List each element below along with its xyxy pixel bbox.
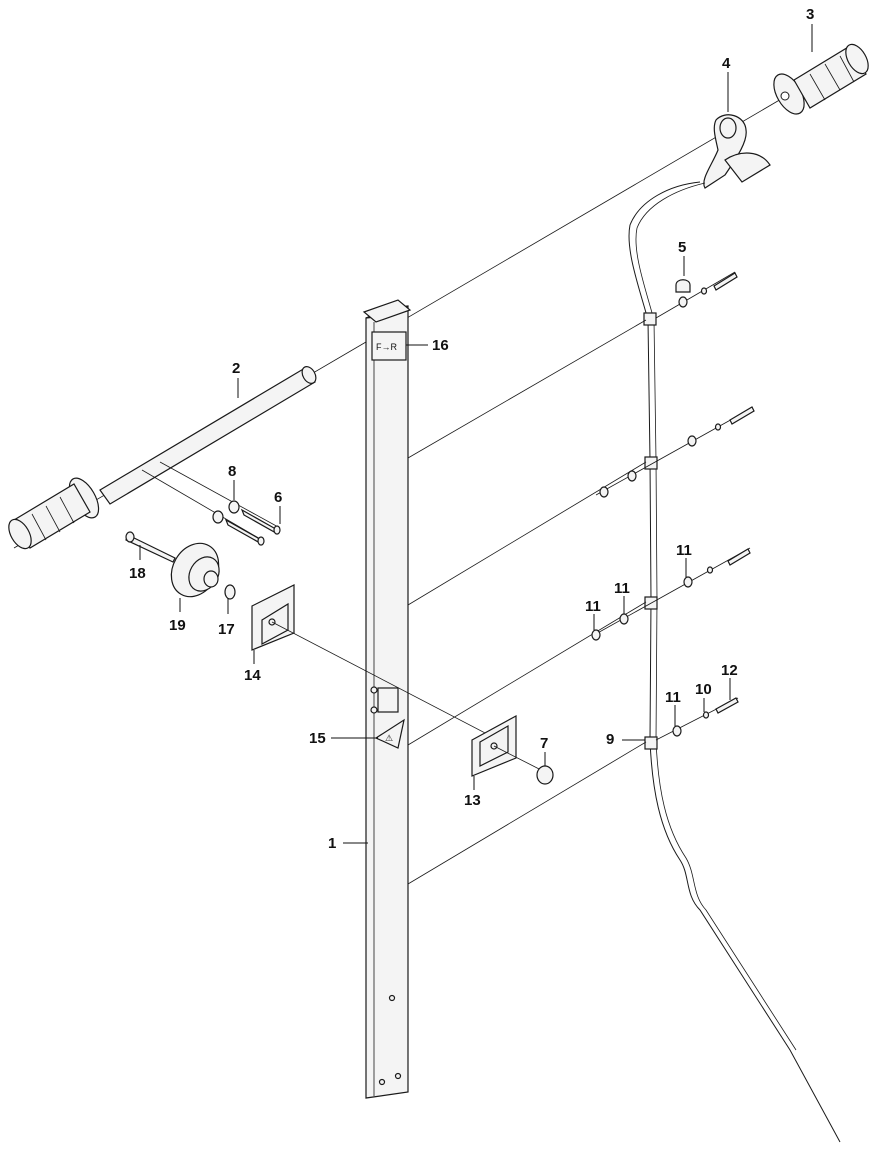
warning-decal: [374, 718, 405, 749]
assembly-line: [407, 319, 647, 459]
callout-14: 14: [244, 667, 261, 684]
svg-text:⚠: ⚠: [385, 733, 393, 743]
callout-17: 17: [218, 621, 235, 638]
throttle-cable-sheath: [635, 182, 797, 1051]
throttle-lever: [703, 114, 771, 189]
callout-11: 11: [585, 598, 601, 615]
callout-4: 4: [722, 55, 731, 72]
callout-3: 3: [806, 6, 814, 23]
cable-clamp: [644, 736, 658, 750]
throttle-cable: [628, 181, 841, 1143]
callout-9: 9: [606, 731, 614, 748]
clamp-plate-left: [251, 584, 295, 651]
callout-10: 10: [695, 681, 712, 698]
svg-text:F→R: F→R: [376, 342, 397, 352]
knob-assembly: [125, 531, 236, 600]
cable-clamp: [643, 312, 657, 326]
assembly-line: [407, 741, 647, 885]
nut: [493, 745, 554, 785]
callout-8: 8: [228, 463, 236, 480]
frame-bar: [362, 299, 412, 1099]
callout-15: 15: [309, 730, 326, 747]
assembly-line: [407, 601, 647, 746]
assembly-line: [407, 461, 647, 606]
left-grip: [8, 477, 100, 550]
callout-11: 11: [614, 580, 630, 597]
callout-1: 1: [328, 835, 336, 852]
callout-6: 6: [274, 489, 282, 506]
handlebar-tube: [99, 366, 317, 505]
callout-7: 7: [540, 735, 548, 752]
callout-13: 13: [464, 792, 481, 809]
cable-clamp: [644, 456, 658, 470]
handlebar-bolts: [141, 461, 281, 546]
clamp-hardware-row-3: [591, 547, 751, 641]
assembly-line: [271, 621, 511, 747]
callout-18: 18: [129, 565, 146, 582]
callout-5: 5: [678, 239, 686, 256]
callout-19: 19: [169, 617, 186, 634]
callout-11: 11: [676, 542, 692, 559]
callout-16: 16: [432, 337, 449, 354]
decal-label: F→R: [371, 331, 407, 361]
clamp-hardware-row-2: [595, 406, 755, 498]
callout-2: 2: [232, 360, 240, 377]
clamp-hardware-row-1: [655, 271, 738, 319]
clamp-hardware-row-4: [655, 697, 739, 741]
callout-11: 11: [665, 689, 681, 706]
callout-12: 12: [721, 662, 738, 679]
right-grip: [773, 43, 869, 115]
